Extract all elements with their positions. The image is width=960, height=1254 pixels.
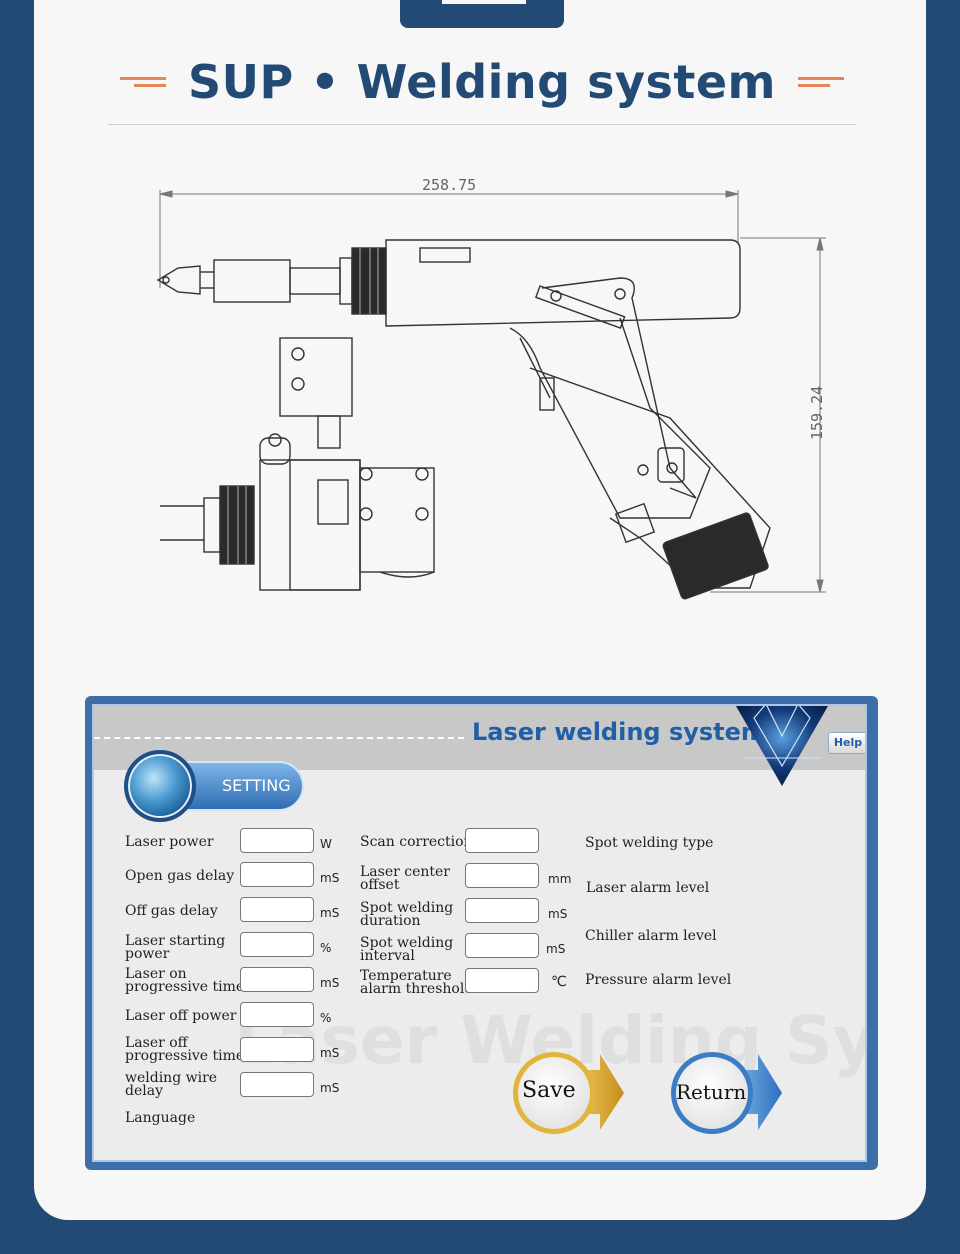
return-button[interactable]: Return — [670, 1050, 782, 1136]
header-dashes — [94, 737, 464, 739]
unit-label: mS — [320, 1046, 340, 1060]
height-dimension-label: 159.24 — [808, 386, 826, 440]
param-label-line2: duration — [360, 913, 421, 929]
param-label-line2: interval — [360, 948, 415, 964]
setting-badge[interactable]: SETTING — [124, 750, 304, 824]
param-label: Off gas delay — [125, 903, 218, 919]
param-label-line2: alarm threshold — [360, 981, 474, 997]
laser-off-power-input[interactable] — [240, 1002, 314, 1027]
language-label: Language — [125, 1110, 196, 1126]
param-label: Spot welding — [360, 900, 454, 916]
save-label: Save — [522, 1078, 576, 1103]
title-row: SUP • Welding system — [108, 52, 856, 112]
settings-panel-inner: Laser welding system Help SETTING Laser — [92, 704, 867, 1162]
unit-label: mS — [320, 906, 340, 920]
globe-icon — [124, 750, 196, 822]
scan-correction-input[interactable] — [465, 828, 539, 853]
spot-welding-duration-input[interactable] — [465, 898, 539, 923]
return-button-graphic — [671, 1052, 782, 1134]
param-label-line2: power — [125, 946, 170, 962]
title-dash-right — [797, 75, 844, 89]
laser-off-progressive-time-input[interactable] — [240, 1037, 314, 1062]
unit-label: % — [320, 1011, 332, 1025]
unit-label: mS — [320, 1081, 340, 1095]
spot-welding-interval-input[interactable] — [465, 933, 539, 958]
param-label: Scan correction — [360, 834, 473, 850]
unit-label: % — [320, 941, 332, 955]
title-dash-left — [120, 75, 167, 89]
param-label: welding wire — [125, 1070, 218, 1086]
off-gas-delay-input[interactable] — [240, 897, 314, 922]
laser-on-progressive-time-input[interactable] — [240, 967, 314, 992]
param-label: Temperature — [360, 968, 452, 984]
param-label: Open gas delay — [125, 868, 235, 884]
unit-label: mS — [320, 871, 340, 885]
top-tab — [400, 0, 564, 28]
gun-body — [385, 239, 771, 600]
laser-starting-power-input[interactable] — [240, 932, 314, 957]
chiller-alarm-level-label: Chiller alarm level — [585, 928, 717, 944]
temperature-alarm-threshold-input[interactable] — [465, 968, 539, 993]
unit-label: mS — [546, 942, 566, 956]
param-label-line2: delay — [125, 1083, 163, 1099]
laser-head-module — [160, 337, 435, 591]
param-label: Laser power — [125, 834, 214, 850]
param-label-line2: progressive time — [125, 979, 245, 995]
unit-label: mm — [548, 872, 572, 886]
help-button[interactable]: Help — [828, 732, 865, 754]
param-label-line2: offset — [360, 877, 400, 893]
settings-panel: Laser welding system Help SETTING Laser — [85, 696, 878, 1170]
param-label: Laser on — [125, 966, 187, 982]
param-label: Laser off power — [125, 1008, 237, 1024]
open-gas-delay-input[interactable] — [240, 862, 314, 887]
return-label: Return — [676, 1080, 747, 1104]
param-label: Spot welding — [360, 935, 454, 951]
param-label: Laser starting — [125, 933, 226, 949]
pressure-alarm-level-label: Pressure alarm level — [585, 972, 732, 988]
save-button-graphic — [513, 1052, 624, 1134]
page-title: SUP • Welding system — [188, 55, 776, 109]
panel-header: Laser welding system Help — [94, 706, 865, 786]
unit-label: mS — [548, 907, 568, 921]
unit-label: W — [320, 837, 332, 851]
welding-wire-delay-input[interactable] — [240, 1072, 314, 1097]
triangle-logo-icon — [736, 706, 828, 786]
param-label-line2: progressive time — [125, 1048, 245, 1064]
laser-power-input[interactable] — [240, 828, 314, 853]
unit-label: ℃ — [551, 974, 567, 990]
height-dimension — [710, 237, 826, 593]
width-dimension-label: 258.75 — [422, 176, 476, 194]
save-button[interactable]: Save — [512, 1050, 624, 1136]
nozzle — [156, 247, 387, 315]
laser-center-offset-input[interactable] — [465, 863, 539, 888]
width-dimension — [159, 190, 739, 288]
spot-welding-type-label: Spot welding type — [585, 835, 714, 851]
welding-gun-drawing: 258.75 159.24 — [156, 176, 826, 600]
param-label: Laser off — [125, 1035, 188, 1051]
laser-alarm-level-label: Laser alarm level — [586, 880, 710, 896]
title-divider — [108, 124, 856, 125]
param-label: Laser center — [360, 864, 451, 880]
unit-label: mS — [320, 976, 340, 990]
panel-title: Laser welding system — [472, 718, 766, 746]
